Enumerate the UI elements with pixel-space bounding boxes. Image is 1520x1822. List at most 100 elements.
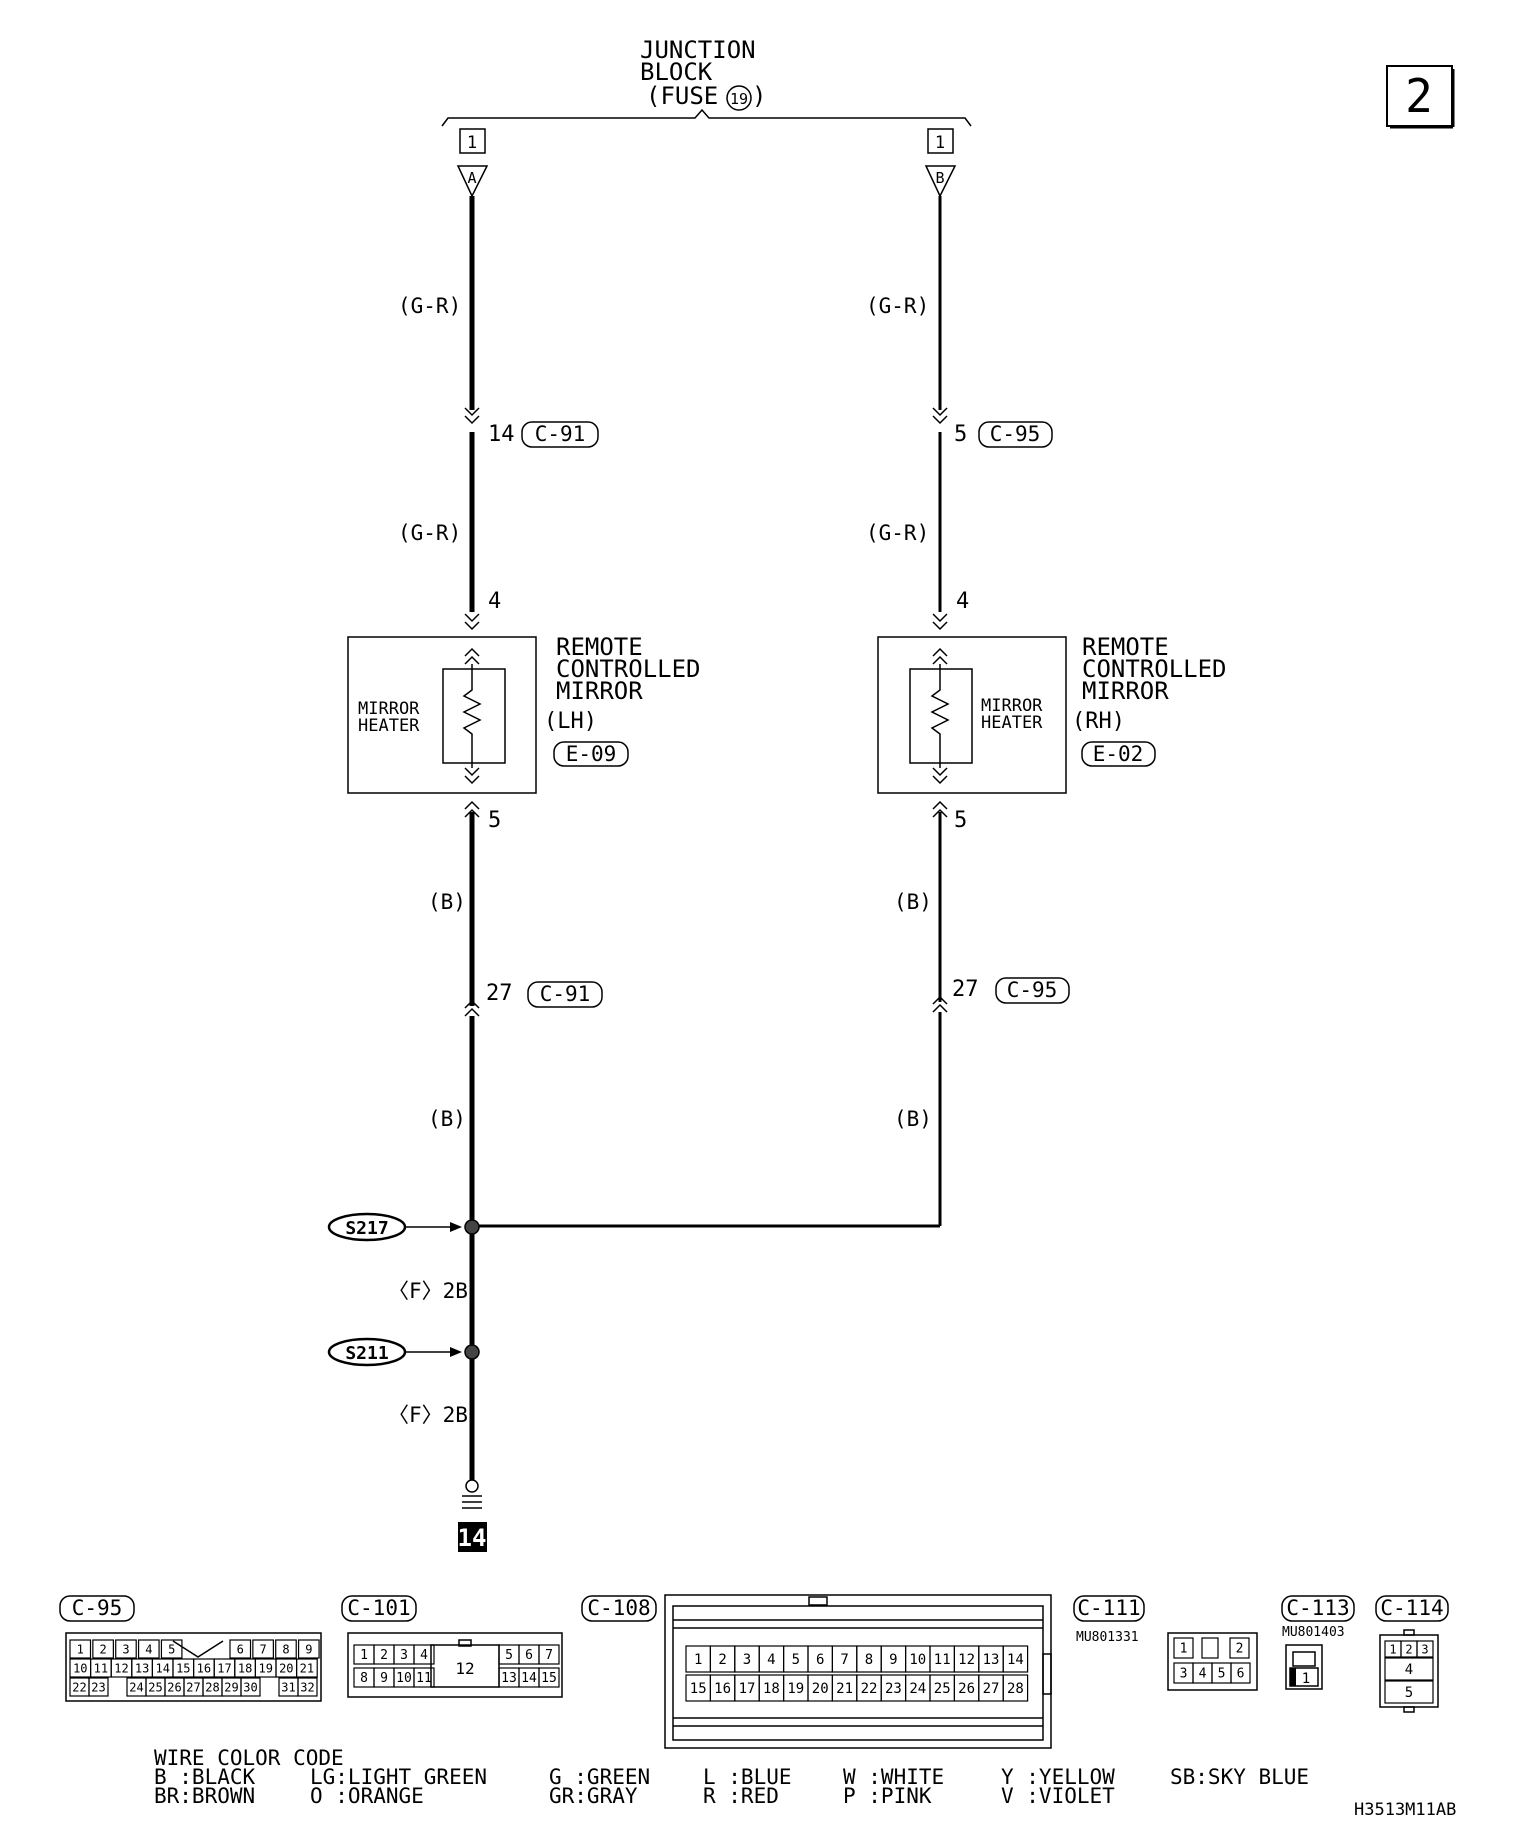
right-terminal-triangle (924, 165, 957, 198)
c108-pin-6-label: 6 (816, 1652, 824, 1668)
left-wire-color-b1: (B) (428, 890, 466, 914)
color-code-sb: SB:SKY BLUE (1170, 1765, 1309, 1789)
left-conn-bot-badge (527, 981, 603, 1008)
c108-pin-9-label: 9 (889, 1652, 897, 1668)
c95-pin-10-label: 10 (73, 1661, 87, 1675)
left-mirror-out-arrows (464, 800, 480, 818)
c108-pin-27-label: 27 (983, 1681, 1000, 1697)
left-mirror-pin-out: 5 (488, 808, 501, 833)
c95-pin-8-cell (275, 1639, 297, 1659)
right-conn-bot-badge (995, 977, 1070, 1004)
c95-pin-14-label: 14 (155, 1661, 169, 1675)
c95-pin-2-cell (92, 1639, 114, 1659)
c101-pin-6-label: 6 (525, 1648, 533, 1663)
c95-pin-27-label: 27 (186, 1680, 200, 1694)
c108-pin-2-label: 2 (718, 1652, 726, 1668)
c108-pin-18-label: 18 (763, 1681, 780, 1697)
left-wire-color-mid: (G-R) (398, 521, 461, 545)
c108-pin-17-label: 17 (739, 1681, 756, 1697)
c101-pin-1-label: 1 (360, 1648, 368, 1663)
figure-code: H3513M11AB (1354, 1800, 1456, 1820)
c108-pin-21-label: 21 (836, 1681, 853, 1697)
left-wire-color-b2: (B) (428, 1107, 466, 1131)
c108-pin-4-label: 4 (767, 1652, 775, 1668)
c111-pin-3-label: 3 (1180, 1667, 1188, 1682)
c108-pin-7-label: 7 (840, 1652, 848, 1668)
color-code-g: G :GREEN (549, 1765, 650, 1789)
c101-pin-15-cell (538, 1667, 560, 1688)
color-code-y: Y :YELLOW (1001, 1765, 1115, 1789)
left-mirror-in-arrows (464, 613, 480, 631)
c114-pin-1-label: 1 (1389, 1642, 1396, 1656)
c114-id: C-114 (1380, 1596, 1443, 1620)
c95-pin-1-label: 1 (77, 1642, 84, 1656)
junction-label-3-end: ) (752, 82, 766, 110)
page-number: 2 (1405, 69, 1433, 123)
c95-pin-30-cell (240, 1677, 261, 1697)
c95-pin-21-cell (296, 1658, 318, 1678)
c95-pin-2-label: 2 (99, 1642, 106, 1656)
fuse-number: 19 (730, 90, 748, 108)
c95-pin-21-label: 21 (300, 1661, 314, 1675)
left-mirror-box (347, 636, 537, 794)
right-side-label: (RH) (1072, 709, 1125, 734)
c101-pin-7-label: 7 (545, 1648, 553, 1663)
splice-s217-label: S217 (345, 1218, 388, 1239)
c95-pin-8-label: 8 (282, 1642, 289, 1656)
color-code-title: WIRE COLOR CODE (154, 1746, 344, 1770)
right-heater-bot-arrows (932, 767, 948, 785)
c111-id: C-111 (1077, 1596, 1140, 1620)
left-mirror-title-1: REMOTE (556, 633, 643, 661)
right-heater-label-2: HEATER (981, 713, 1043, 733)
right-conn-bot-id: C-95 (1007, 978, 1058, 1002)
c108-pin-10-label: 10 (909, 1652, 926, 1668)
left-mirror-title-2: CONTROLLED (556, 655, 701, 683)
color-code-w: W :WHITE (843, 1765, 944, 1789)
c111-pin-5-label: 5 (1218, 1667, 1226, 1682)
c95-pin-11-label: 11 (94, 1661, 108, 1675)
left-mirror-conn: E-09 (566, 742, 617, 766)
c95-pin-15-label: 15 (176, 1661, 190, 1675)
left-terminal-triangle (456, 165, 489, 198)
c95-pin-23-cell (88, 1677, 109, 1697)
c101-pin-4-cell (413, 1644, 435, 1665)
c101-pin-10-label: 10 (396, 1671, 412, 1686)
c95-pin-32-label: 32 (300, 1680, 314, 1694)
c95-pin-9-label: 9 (305, 1642, 312, 1656)
left-mirror-title-3: MIRROR (556, 677, 643, 705)
c101-pin-7-cell (538, 1644, 560, 1665)
c95-pin-30-label: 30 (243, 1680, 257, 1694)
c95-pin-17-label: 17 (217, 1661, 231, 1675)
right-heater-top-arrows (932, 647, 948, 665)
c95-pin-5-cell (160, 1639, 183, 1659)
ground-wire-label-2: 〈F〉2B (388, 1403, 468, 1427)
c95-id: C-95 (72, 1596, 123, 1620)
c95-pin-20-label: 20 (279, 1661, 293, 1675)
junction-label-2: BLOCK (640, 58, 713, 86)
c108-pin-5-label: 5 (792, 1652, 800, 1668)
c114-pin-3-cell (1416, 1640, 1434, 1658)
left-mirror-pin-in: 4 (488, 589, 501, 614)
c108-pin-8-label: 8 (865, 1652, 873, 1668)
c114-pin-4-cell (1384, 1657, 1434, 1681)
left-side-label: (LH) (544, 709, 597, 734)
splice-s211-label: S211 (345, 1343, 388, 1364)
c95-pin-26-label: 26 (167, 1680, 181, 1694)
c95-pin-4-label: 4 (145, 1642, 152, 1656)
c113-id: C-113 (1286, 1596, 1349, 1620)
right-conn-top-id: C-95 (990, 422, 1041, 446)
left-conn-bot-arrows (464, 999, 480, 1017)
right-mirror-conn: E-02 (1093, 742, 1144, 766)
splice-s211: S211 (327, 1337, 480, 1367)
right-mirror-conn-badge (1081, 741, 1156, 767)
color-code-r: R :RED (703, 1784, 779, 1808)
left-circuit: 1 A (G-R) 14 C-91 (G-R) 4 MIRROR HEATER … (347, 128, 701, 1480)
left-wire-color-top: (G-R) (398, 294, 461, 318)
wire-color-code: WIRE COLOR CODE B :BLACK LG:LIGHT GREEN … (154, 1746, 1309, 1808)
c114-pin-5-cell (1384, 1680, 1434, 1704)
c95-pin-24-label: 24 (129, 1680, 143, 1694)
color-code-l: L :BLUE (703, 1765, 792, 1789)
